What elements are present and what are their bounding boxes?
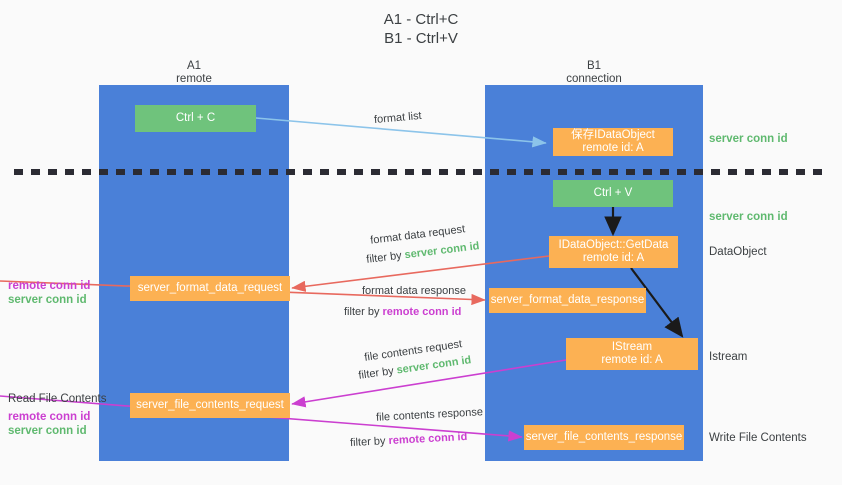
filter-prefix-2: filter by (344, 306, 383, 318)
column-header-b1: B1 connection (485, 60, 703, 86)
node-server-format-data-request-label: server_format_data_request (137, 281, 283, 294)
node-server-format-data-request[interactable]: server_format_data_request (130, 276, 290, 301)
node-server-format-data-response-label: server_format_data_response (490, 293, 645, 306)
node-save-idataobject-line1: 保存IDataObject (571, 128, 655, 141)
node-istream-line1: IStream (611, 340, 653, 353)
node-ctrl-c[interactable]: Ctrl + C (135, 105, 256, 132)
page-title: A1 - Ctrl+C B1 - Ctrl+V (0, 10, 842, 48)
column-header-a1: A1 remote (99, 60, 289, 86)
filter-key-2: remote conn id (382, 306, 462, 318)
node-server-file-contents-response[interactable]: server_file_contents_response (524, 425, 684, 450)
edge-label-file-contents-response-filter: filter by remote conn id (350, 430, 468, 450)
edge-label-format-list: format list (373, 109, 423, 127)
node-server-file-contents-request-label: server_file_contents_request (136, 398, 284, 411)
node-istream-line2: remote id: A (601, 354, 663, 366)
node-save-idataobject[interactable]: 保存IDataObject remote id: A (553, 128, 673, 156)
node-istream[interactable]: IStream remote id: A (566, 338, 698, 370)
edge-label-format-data-response: format data response (362, 285, 466, 297)
filter-prefix-3: filter by (357, 364, 398, 382)
node-getdata-line2: remote id: A (582, 252, 645, 264)
node-ctrl-c-label: Ctrl + C (175, 111, 216, 124)
column-b1-name: B1 (586, 60, 602, 72)
node-ctrl-v[interactable]: Ctrl + V (553, 180, 673, 207)
node-getdata-line1: IDataObject::GetData (558, 238, 669, 251)
label-istream: Istream (709, 351, 748, 363)
label-server-conn-id-mid: server conn id (709, 211, 788, 223)
edge-label-format-data-response-filter: filter by remote conn id (344, 305, 461, 319)
column-a1-sub: remote (176, 73, 212, 85)
node-save-idataobject-line2: remote id: A (582, 142, 644, 154)
edge-label-file-contents-response: file contents response (375, 406, 484, 424)
label-server-conn-id-2: server conn id (8, 425, 87, 437)
column-a1-name: A1 (186, 60, 202, 72)
label-write-file-contents: Write File Contents (709, 432, 807, 444)
node-ctrl-v-label: Ctrl + V (593, 186, 633, 199)
filter-key-1: server conn id (403, 240, 481, 262)
filter-key-4: remote conn id (388, 430, 468, 448)
node-server-format-data-response[interactable]: server_format_data_response (489, 288, 646, 313)
label-remote-conn-id-2: remote conn id (8, 411, 91, 423)
column-b1-sub: connection (566, 73, 622, 85)
label-read-file-contents: Read File Contents (8, 393, 107, 405)
filter-prefix-4: filter by (349, 435, 389, 450)
label-server-conn-id-1: server conn id (8, 294, 87, 306)
node-server-file-contents-request[interactable]: server_file_contents_request (130, 393, 290, 418)
title-line-2: B1 - Ctrl+V (384, 30, 458, 47)
title-line-1: A1 - Ctrl+C (383, 11, 459, 28)
node-server-file-contents-response-label: server_file_contents_response (525, 430, 683, 443)
divider-dashed-line (14, 169, 828, 175)
node-idataobject-getdata[interactable]: IDataObject::GetData remote id: A (549, 236, 678, 268)
label-dataobject: DataObject (709, 246, 767, 258)
label-server-conn-id-top: server conn id (709, 133, 788, 145)
filter-prefix-1: filter by (365, 249, 406, 266)
label-remote-conn-id-1: remote conn id (8, 280, 91, 292)
